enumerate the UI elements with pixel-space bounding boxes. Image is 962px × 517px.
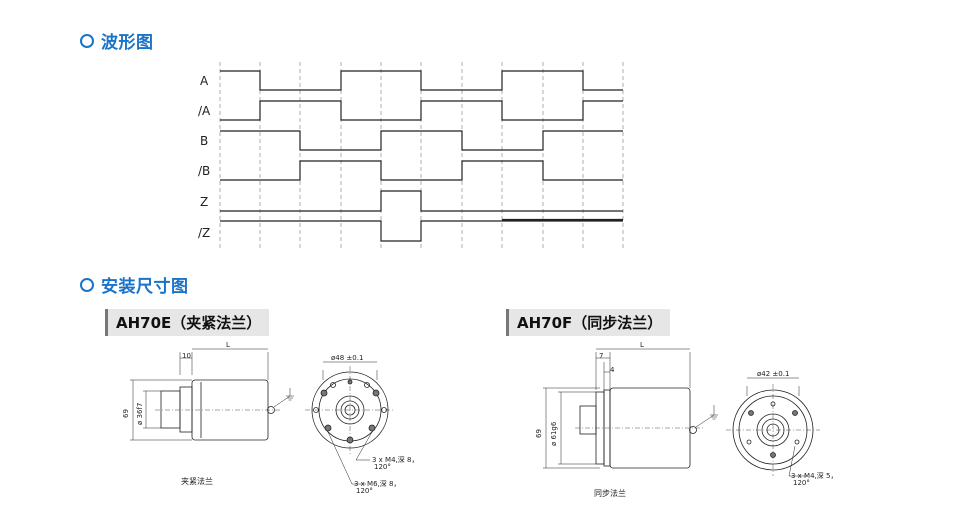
e-note-m4-line2: 120° bbox=[374, 463, 391, 471]
e-side-view bbox=[130, 348, 294, 441]
signal-b-trace bbox=[220, 130, 623, 151]
signal-label-z-inv: /Z bbox=[198, 226, 211, 240]
mounting-title: 安装尺寸图 bbox=[101, 277, 189, 297]
signal-z-inv-trace bbox=[220, 220, 623, 242]
mounting-section-title: 安装尺寸图 bbox=[80, 272, 189, 297]
f-dim-shaft: ø 61g6 bbox=[550, 421, 558, 446]
waveform-diagram bbox=[219, 62, 624, 250]
circle-bullet-icon bbox=[80, 33, 94, 48]
signal-a-trace bbox=[220, 70, 623, 91]
model-tag-f: AH70F（同步法兰） bbox=[506, 309, 671, 336]
waveform-title: 波形图 bbox=[101, 33, 154, 53]
signal-z-trace bbox=[220, 190, 623, 212]
e-note-m6-line1: 3 x M6,深 8， bbox=[354, 480, 401, 488]
e-dim-shaft: ø 36f7 bbox=[136, 402, 144, 425]
signal-b-inv-trace bbox=[220, 160, 623, 181]
waveform-section-title: 波形图 bbox=[80, 28, 154, 53]
f-dim-4: 4 bbox=[610, 366, 615, 374]
model-tag-e: AH70E（夹紧法兰） bbox=[105, 309, 270, 336]
e-note-m6-line2: 120° bbox=[356, 487, 373, 495]
f-dim-7: 7 bbox=[599, 352, 604, 360]
e-dim-l: L bbox=[226, 341, 230, 349]
circle-bullet-icon bbox=[80, 277, 94, 292]
e-front-view bbox=[305, 361, 395, 485]
signal-a-inv-trace bbox=[220, 100, 623, 121]
e-dim-10: 10 bbox=[182, 352, 191, 360]
f-front-view bbox=[726, 377, 820, 477]
e-dim-69: 69 bbox=[122, 409, 130, 418]
f-note-m4-line2: 120° bbox=[793, 479, 810, 487]
signal-label-a: A bbox=[200, 74, 209, 88]
f-caption: 同步法兰 bbox=[594, 489, 626, 498]
e-caption: 夹紧法兰 bbox=[181, 477, 213, 486]
f-dim-69: 69 bbox=[535, 429, 543, 438]
f-dim-42: ø42 ±0.1 bbox=[757, 370, 790, 378]
f-note-m4-line1: 3 x M4,深 5， bbox=[791, 472, 838, 480]
signal-label-b: B bbox=[200, 134, 209, 148]
signal-label-z: Z bbox=[200, 195, 209, 209]
signal-label-b-inv: /B bbox=[198, 164, 211, 178]
e-dim-48: ø48 ±0.1 bbox=[331, 354, 364, 362]
f-side-view bbox=[543, 348, 718, 469]
f-dim-l: L bbox=[640, 341, 644, 349]
signal-label-a-inv: /A bbox=[198, 104, 211, 118]
e-note-m4-line1: 3 x M4,深 8， bbox=[372, 456, 419, 464]
timing-gridlines bbox=[219, 62, 624, 250]
